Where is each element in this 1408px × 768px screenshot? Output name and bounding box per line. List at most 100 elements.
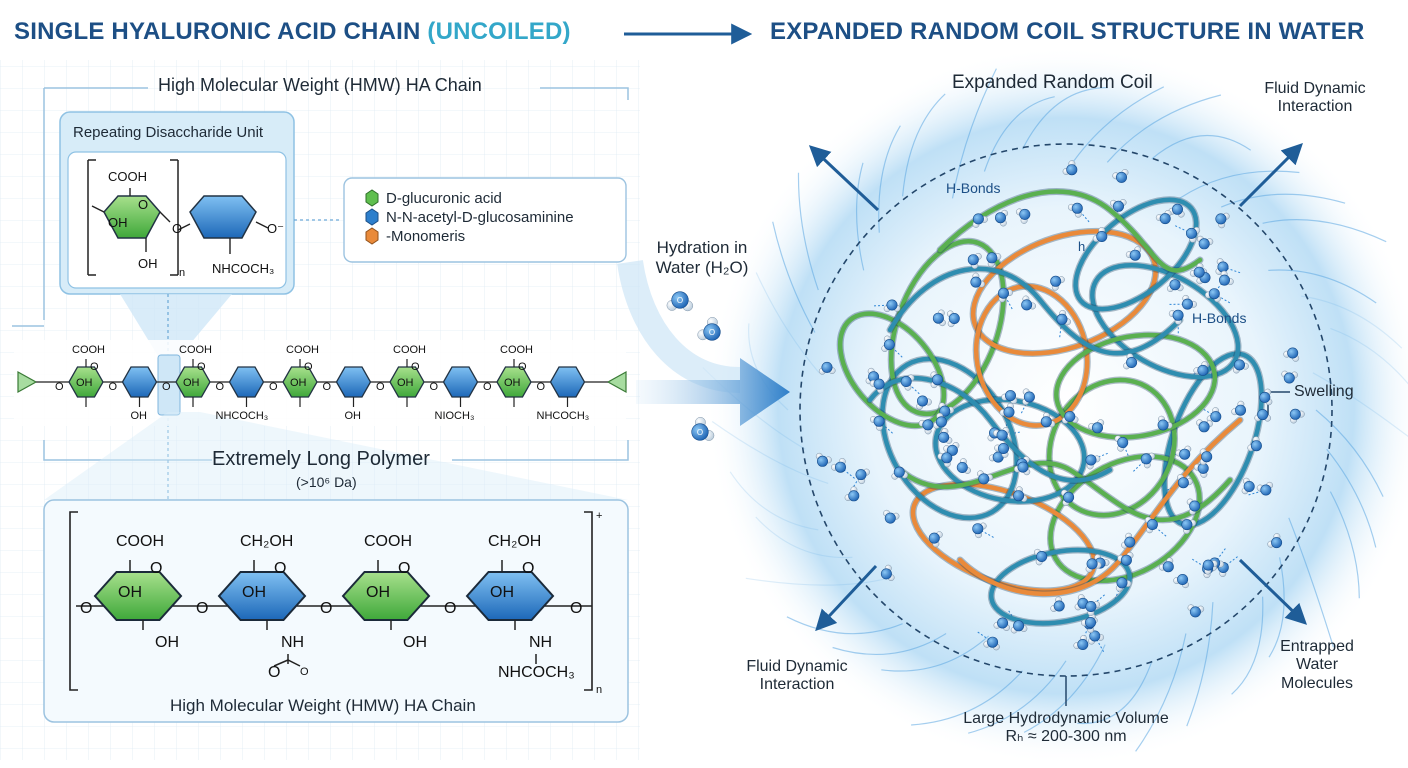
flow-streamline [1330, 327, 1408, 385]
entrapped-line3: Molecules [1280, 674, 1354, 692]
water-molecule [855, 468, 870, 485]
water-oxygen [1250, 440, 1262, 452]
h-bond-line [1214, 548, 1226, 564]
water-oxygen [1193, 266, 1205, 278]
water-oxygen [1096, 231, 1108, 243]
water-molecule [1115, 577, 1132, 592]
flow-streamline [755, 516, 853, 559]
chain-ring-glucosamine [442, 366, 479, 398]
entrapped-line2: Water [1295, 656, 1339, 674]
chain-o-label: O [90, 361, 99, 373]
water-oxygen [1120, 554, 1132, 566]
detail-top-label: COOH [116, 533, 164, 550]
water-oxygen [1085, 616, 1097, 628]
coil-title: Expanded Random Coil [952, 72, 1153, 93]
flow-streamline [1326, 448, 1377, 548]
water-oxygen [997, 287, 1009, 299]
h-bond-line [1020, 396, 1030, 414]
water-molecule [1034, 548, 1048, 566]
water-molecule [970, 272, 986, 288]
water-molecule [937, 452, 953, 468]
water-molecule [972, 213, 988, 228]
water-molecule [1231, 400, 1247, 416]
water-oxygen [1019, 208, 1031, 220]
detail-ring-glucuronic [93, 571, 183, 621]
water-oxygen [986, 252, 998, 264]
h-bond-line [1133, 458, 1147, 472]
water-molecule [1175, 445, 1192, 460]
flow-streamline [1021, 86, 1108, 150]
h-bond-line [851, 474, 862, 491]
water-molecule [1189, 262, 1205, 278]
chain-cooh-label: COOH [393, 344, 426, 356]
ru-oh2: OH [138, 256, 158, 271]
water-molecule [1062, 160, 1078, 176]
water-oxygen [1021, 299, 1033, 311]
water-oxygen [1259, 391, 1271, 403]
flow-streamline [1186, 602, 1214, 727]
h-bond-line [1212, 279, 1225, 295]
repeating-unit-title: Repeating Disaccharide Unit [73, 124, 264, 141]
water-molecule [1193, 462, 1209, 478]
water-molecule [1181, 519, 1197, 535]
water-molecule [818, 361, 836, 375]
chain-ring-glucuronic [282, 366, 318, 398]
chain-bottom-label: NIOCH₃ [434, 410, 475, 422]
water-molecule [1177, 474, 1193, 489]
water-molecule [900, 374, 915, 391]
chain-link-o: O [483, 381, 492, 393]
water-molecule [933, 412, 947, 429]
water-oxygen [1124, 536, 1136, 548]
water-molecule [994, 209, 1009, 227]
water-oxygen [972, 523, 984, 535]
h-bonds-left: H-Bonds [946, 180, 1001, 196]
detail-caption: High Molecular Weight (HMW) HA Chain [170, 696, 476, 715]
water-oxygen [1172, 203, 1184, 215]
chain-end-left [17, 370, 38, 394]
water-oxygen [1198, 421, 1210, 433]
water-molecule [928, 531, 943, 548]
water-molecule [916, 395, 932, 410]
flow-streamline [786, 616, 903, 635]
detail-top-label: COOH [364, 533, 412, 550]
water-molecule [1085, 454, 1101, 470]
detail-n: n [596, 684, 603, 696]
fluid-bottom-line2: Interaction [759, 676, 835, 694]
water-oxygen [978, 473, 990, 485]
chain-oh-label: OH [397, 377, 414, 389]
flow-streamline [797, 172, 819, 291]
water-oxygen [1287, 347, 1299, 359]
water-oxygen [1257, 409, 1269, 421]
entrapped-line1: Entrapped [1280, 638, 1354, 655]
water-molecule [1283, 347, 1300, 362]
water-oxygen [1202, 559, 1214, 571]
water-molecule [1109, 199, 1127, 212]
left-title-main: SINGLE HYALURONIC ACID CHAIN [14, 18, 421, 45]
detail-carbonyl [273, 659, 301, 667]
water-molecule [1199, 448, 1213, 466]
detail-link-o: O [320, 600, 333, 617]
fluid-bottom: Fluid Dynamic Interaction [728, 658, 866, 695]
flow-streamline [1077, 660, 1153, 724]
detail-ring-o: O [274, 560, 287, 577]
water-oxygen [922, 419, 934, 431]
chain-link-o: O [429, 381, 439, 393]
chain-bottom-label: NHCOCH₃ [536, 410, 590, 422]
water-molecule [815, 452, 832, 467]
water-oxygen [873, 415, 885, 427]
detail-ring-glucosamine [217, 571, 307, 621]
h-bond-line [977, 631, 993, 643]
water-molecule [1186, 226, 1201, 243]
water-molecule [1219, 270, 1234, 286]
detail-oh-label: OH [366, 584, 390, 601]
ru-cooh: COOH [108, 169, 147, 184]
water-oxygen [691, 423, 709, 441]
water-molecule [1144, 516, 1158, 534]
water-molecule [994, 442, 1009, 458]
h-bond-line [1200, 406, 1217, 418]
water-molecule [1215, 258, 1229, 275]
water-molecule [930, 371, 943, 389]
chain-end-right [606, 370, 627, 394]
coil-loop [1090, 263, 1241, 380]
